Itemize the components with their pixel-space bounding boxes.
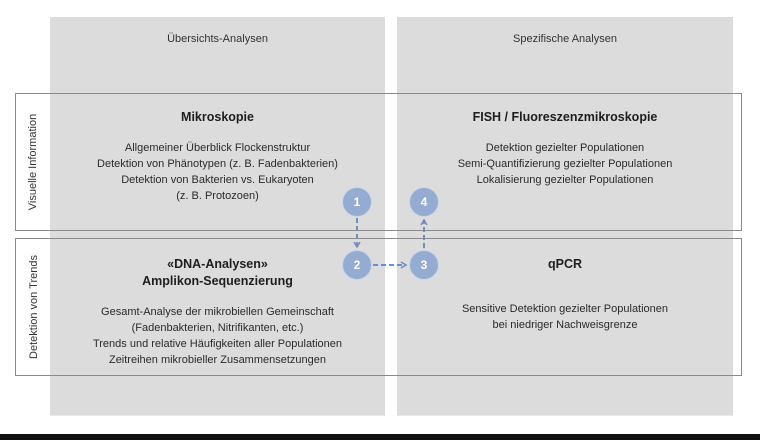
cell-title: «DNA-Analysen» xyxy=(167,257,268,271)
column-specific-analyses: Spezifische Analysen xyxy=(397,17,733,415)
cell-description: Detektion gezielter Populationen Semi-Qu… xyxy=(457,142,673,186)
column-title-overview: Übersichts-Analysen xyxy=(167,33,268,45)
bottom-border xyxy=(0,434,760,440)
cell-title: Mikroskopie xyxy=(181,110,254,124)
cell-title: qPCR xyxy=(547,257,583,271)
cell-subtitle: Amplikon-Sequenzierung xyxy=(142,274,293,288)
row-trend-detection: Detektion von Trends xyxy=(15,238,742,376)
cell-description: Gesamt-Analyse der mikrobiellen Gemeinsc… xyxy=(92,306,343,366)
step-marker-3: 3 xyxy=(409,250,439,280)
row-visual-information: Visuelle Information xyxy=(15,93,742,231)
column-overview-analyses: Übersichts-Analysen xyxy=(50,17,385,415)
step-marker-4: 4 xyxy=(409,187,439,217)
step-marker-1: 1 xyxy=(342,187,372,217)
cell-qpcr: qPCR Sensitive Detektion gezielter Popul… xyxy=(397,256,733,333)
cell-dna-analysen: «DNA-Analysen» Amplikon-Sequenzierung Ge… xyxy=(50,256,385,368)
cell-mikroskopie: Mikroskopie Allgemeiner Überblick Flocke… xyxy=(50,109,385,204)
column-title-specific: Spezifische Analysen xyxy=(513,33,617,45)
cell-title: FISH / Fluoreszenzmikroskopie xyxy=(472,110,658,124)
cell-description: Sensitive Detektion gezielter Population… xyxy=(461,303,669,331)
cell-description: Allgemeiner Überblick Flockenstruktur De… xyxy=(97,142,338,202)
step-marker-2: 2 xyxy=(342,250,372,280)
cell-fish: FISH / Fluoreszenzmikroskopie Detektion … xyxy=(397,109,733,188)
